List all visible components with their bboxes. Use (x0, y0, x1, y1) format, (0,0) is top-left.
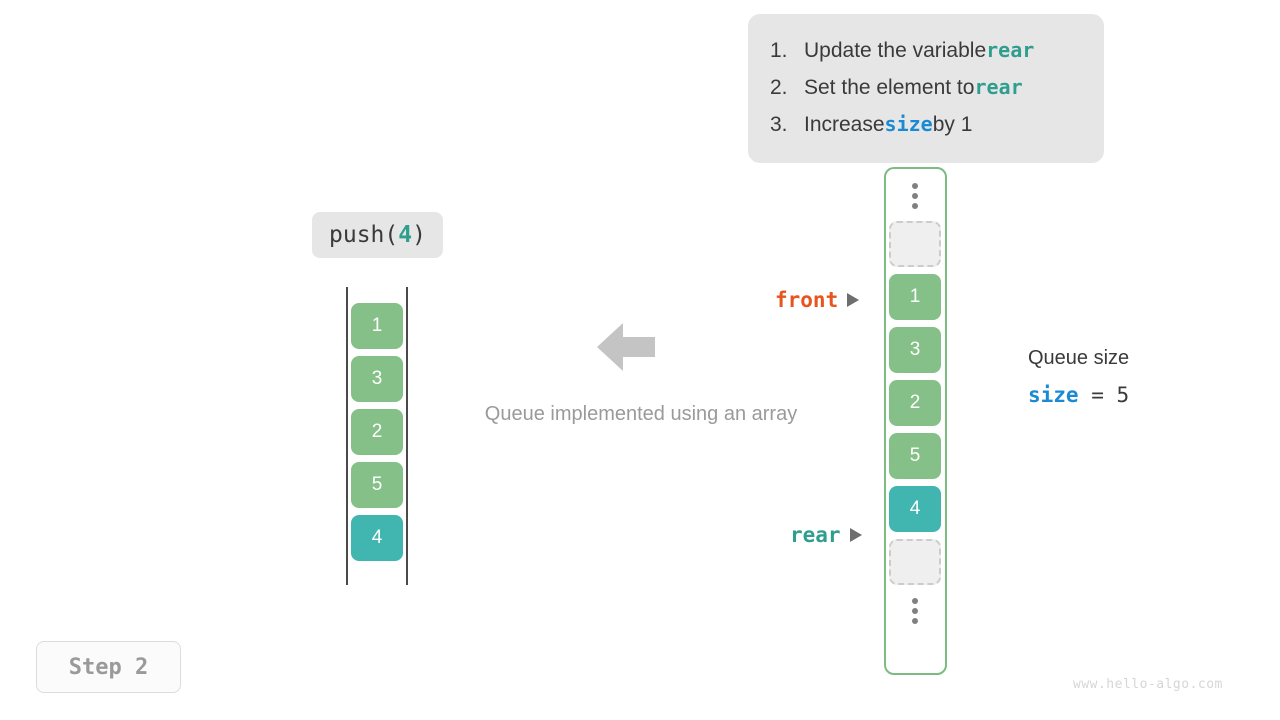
array-cells: 1 3 2 5 4 (889, 177, 942, 630)
size-title: Queue size (1028, 347, 1130, 369)
queue-cell: 1 (351, 303, 403, 349)
queue-cell: 3 (351, 356, 403, 402)
queue-cell-highlighted: 4 (351, 515, 403, 561)
pointer-front: front (775, 288, 860, 312)
queue-cell: 5 (351, 462, 403, 508)
array-cell: 1 (889, 274, 941, 320)
abstract-queue: 1 3 2 5 4 (346, 287, 408, 585)
array-cell: 5 (889, 433, 941, 479)
operation-argument: 4 (398, 222, 413, 248)
instructions-callout: 1. Update the variable rear 2. Set the e… (748, 14, 1104, 163)
instruction-number: 3. (770, 113, 788, 136)
step-badge: Step 2 (36, 641, 181, 693)
operation-label: push(4) (312, 212, 443, 258)
arrow-left-icon (597, 322, 655, 372)
size-expression: size = 5 (1028, 382, 1129, 408)
instruction-code-size: size (884, 112, 933, 136)
array-cell-empty (889, 539, 941, 585)
instruction-item: 2. Set the element to rear (770, 69, 1082, 106)
instruction-code-rear: rear (974, 75, 1023, 99)
pointer-rear: rear (790, 523, 862, 547)
queue-rail-right (406, 287, 408, 585)
abstract-queue-cells: 1 3 2 5 4 (351, 303, 403, 568)
pointer-rear-label: rear (790, 523, 841, 547)
instruction-text: Set the element to (804, 76, 975, 99)
vertical-ellipsis-icon (889, 592, 941, 630)
instruction-text: Update the variable (804, 39, 987, 62)
queue-rail-left (346, 287, 348, 585)
size-variable: size (1028, 383, 1079, 407)
array-cell: 3 (889, 327, 941, 373)
arrow-right-icon (849, 528, 862, 542)
vertical-ellipsis-icon (889, 177, 941, 215)
watermark: www.hello-algo.com (1073, 677, 1223, 692)
queue-cell: 2 (351, 409, 403, 455)
size-info: Queue size size = 5 (1028, 344, 1129, 408)
instruction-item: 3. Increase size by 1 (770, 106, 1082, 143)
instruction-item: 1. Update the variable rear (770, 32, 1082, 69)
array-cell: 2 (889, 380, 941, 426)
instruction-text: Increase (804, 113, 885, 136)
instruction-number: 2. (770, 76, 788, 99)
instruction-code-rear: rear (986, 38, 1035, 62)
arrow-right-icon (847, 293, 860, 307)
instruction-number: 1. (770, 39, 788, 62)
diagram-caption: Queue implemented using an array (484, 403, 798, 425)
array-cell-highlighted: 4 (889, 486, 941, 532)
array-container: 1 3 2 5 4 (884, 167, 947, 675)
operation-close-paren: ) (412, 222, 426, 248)
pointer-front-label: front (775, 288, 839, 312)
instruction-text-post: by 1 (932, 113, 973, 136)
array-cell-empty (889, 221, 941, 267)
size-value: = 5 (1078, 383, 1130, 407)
operation-name: push( (329, 222, 399, 248)
